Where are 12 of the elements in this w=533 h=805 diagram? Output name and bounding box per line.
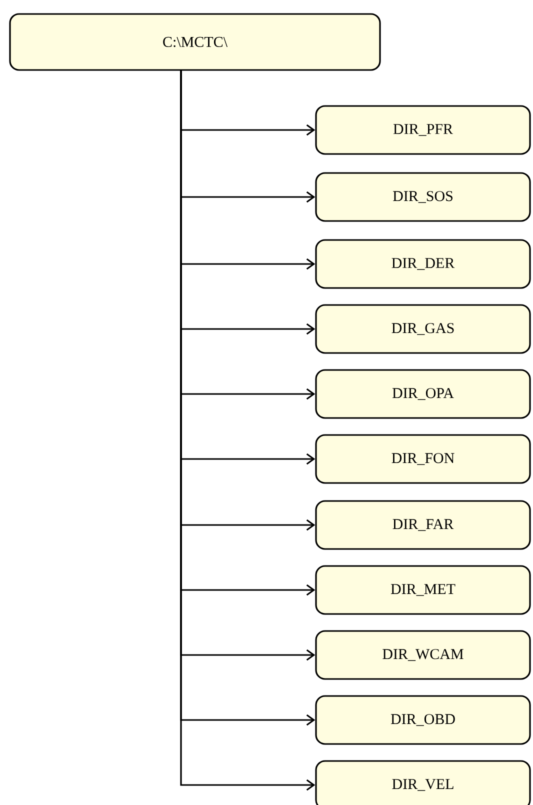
folder-box: DIR_FAR (315, 500, 531, 550)
folder-box: DIR_WCAM (315, 630, 531, 680)
folder-box: DIR_PFR (315, 105, 531, 155)
folder-box: DIR_SOS (315, 172, 531, 222)
folder-box: DIR_OBD (315, 695, 531, 745)
folder-box: DIR_VEL (315, 760, 531, 805)
folder-box: DIR_FON (315, 434, 531, 484)
folder-box: DIR_DER (315, 239, 531, 289)
folder-box: C:\MCTC\ (9, 13, 381, 71)
folder-box: DIR_GAS (315, 304, 531, 354)
folder-box: DIR_OPA (315, 369, 531, 419)
folder-box: DIR_MET (315, 565, 531, 615)
